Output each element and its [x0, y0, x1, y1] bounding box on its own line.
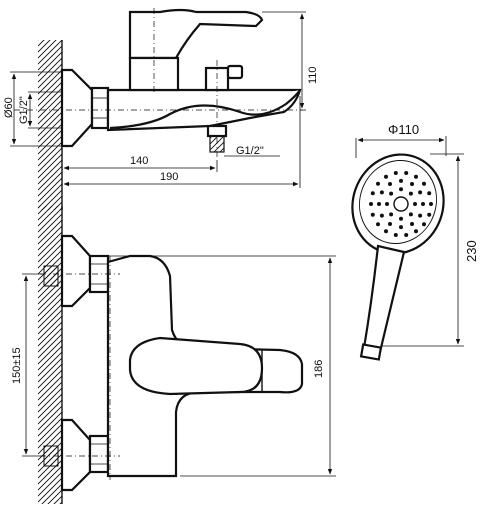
- lever-front: [128, 336, 264, 396]
- spray-hole: [385, 202, 389, 206]
- spray-hole: [408, 212, 413, 217]
- dim-head-diameter: Φ110: [388, 122, 419, 137]
- wall-hatch-side: [38, 40, 62, 210]
- spray-hole: [404, 233, 409, 237]
- dim-length-140: 140: [130, 155, 148, 167]
- spray-hole: [418, 190, 423, 195]
- spray-hole: [388, 182, 392, 186]
- spray-hole: [427, 191, 432, 196]
- spray-hole: [379, 213, 384, 218]
- upper-pipe: [43, 265, 59, 287]
- lower-nut-front: [88, 434, 110, 474]
- spray-hole: [370, 212, 375, 217]
- spray-hole: [414, 229, 418, 234]
- spray-hole: [418, 213, 423, 218]
- spray-hole: [429, 202, 433, 206]
- dim-flange-diameter: Ø60: [3, 97, 15, 118]
- spray-hole: [399, 178, 403, 183]
- eccentric-nut-side: [90, 86, 110, 130]
- handle-connector: [359, 343, 383, 361]
- spray-hole: [393, 233, 398, 237]
- spray-hole: [413, 202, 417, 206]
- spray-hole: [404, 171, 409, 175]
- spray-hole: [399, 216, 403, 221]
- spray-hole: [389, 212, 394, 217]
- dim-handshower-length: 230: [464, 240, 479, 262]
- spray-hole: [369, 202, 373, 206]
- hand-shower: Φ110 230: [351, 122, 479, 361]
- spray-hole: [376, 222, 380, 227]
- spray-hole: [379, 190, 384, 195]
- spray-hole: [377, 202, 381, 206]
- spray-hole: [422, 222, 426, 227]
- spray-hole: [399, 225, 403, 230]
- spray-hole: [408, 191, 413, 196]
- spray-hole: [410, 182, 414, 186]
- spray-hole: [393, 171, 398, 175]
- diverter-tab: [226, 64, 244, 80]
- spray-hole: [370, 191, 375, 196]
- lever-side: [128, 8, 264, 60]
- spray-center: [393, 196, 409, 212]
- spray-hole: [422, 181, 426, 186]
- spray-hole: [410, 222, 414, 226]
- dim-height-186: 186: [313, 360, 325, 378]
- spray-hole: [389, 191, 394, 196]
- spray-hole: [427, 212, 432, 217]
- dim-center-distance: 150±15: [11, 347, 23, 384]
- shower-handle: [362, 244, 406, 354]
- spout-side: [109, 89, 301, 130]
- lower-flange-front: [60, 418, 92, 492]
- spray-hole: [421, 202, 425, 206]
- spray-hole: [388, 222, 392, 226]
- upper-flange-front: [60, 234, 92, 308]
- side-view: Ø60 G1/2" 110 G1/2" 140 190: [3, 8, 319, 210]
- spray-hole: [384, 229, 388, 234]
- dim-wall-thread: G1/2": [18, 96, 30, 124]
- spray-hole: [414, 174, 418, 179]
- spray-holes: [369, 171, 433, 237]
- dim-height-110: 110: [307, 66, 319, 84]
- spray-hole: [384, 174, 388, 179]
- shower-outlet-nut: [206, 124, 228, 138]
- dim-outlet-thread: G1/2": [236, 145, 264, 157]
- front-view: 150±15 186: [11, 206, 336, 504]
- wall-flange-side: [60, 68, 94, 148]
- dim-length-190: 190: [160, 171, 178, 183]
- spray-hole: [376, 181, 380, 186]
- shower-outlet-thread: [209, 135, 225, 153]
- spray-hole: [399, 187, 403, 192]
